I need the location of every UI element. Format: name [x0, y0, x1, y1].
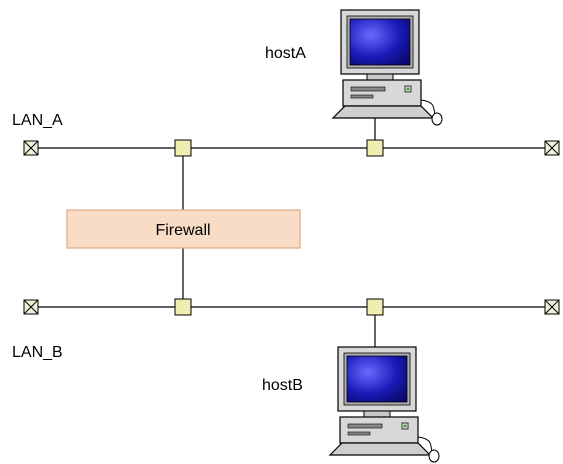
lan-a-host-node [366, 139, 384, 157]
lan-a-label: LAN_A [12, 112, 63, 129]
lan-b-host-node [366, 298, 384, 316]
host-a-computer-icon [332, 9, 443, 126]
lan-a-left-terminator-icon [23, 140, 39, 156]
host-a-label: hostA [265, 45, 306, 62]
lan-b-left-terminator-icon [23, 299, 39, 315]
lan-a-firewall-node [174, 139, 192, 157]
firewall-rect [66, 209, 301, 249]
lan-a-right-terminator-icon [544, 140, 560, 156]
lan-b-right-terminator-icon [544, 299, 560, 315]
host-b-label: hostB [262, 377, 303, 394]
lan-b-firewall-node [174, 298, 192, 316]
host-b-computer-icon [329, 346, 440, 463]
firewall-label: Firewall [155, 222, 210, 239]
firewall-box: Firewall [66, 209, 301, 249]
lan-b-label: LAN_B [12, 344, 63, 361]
